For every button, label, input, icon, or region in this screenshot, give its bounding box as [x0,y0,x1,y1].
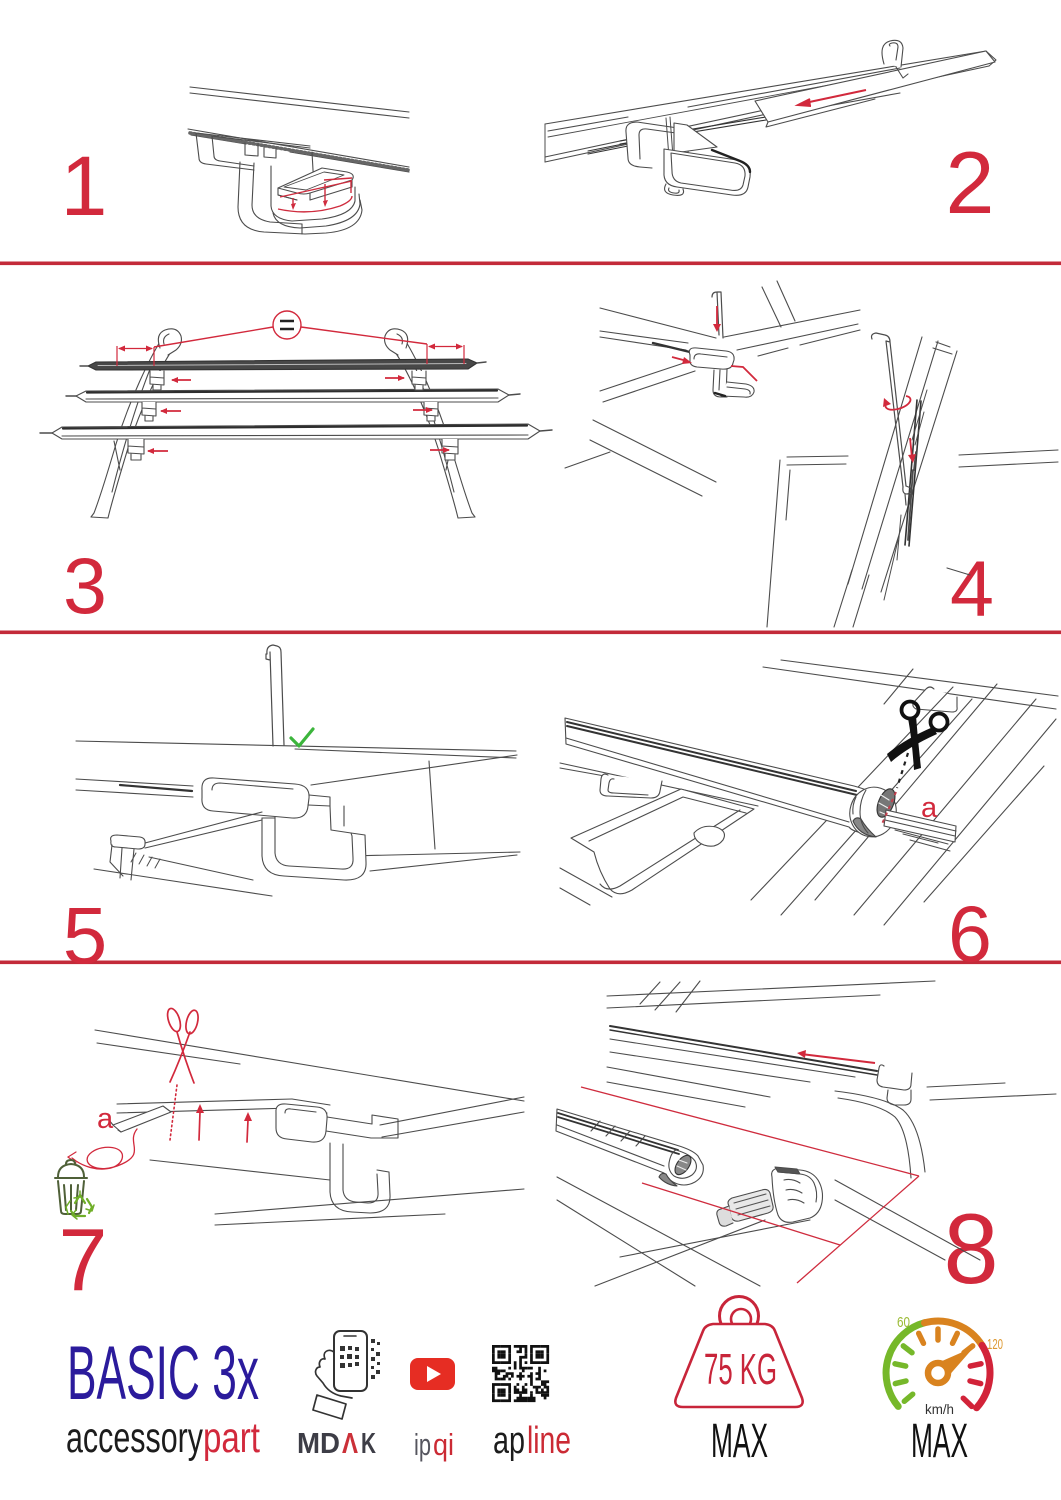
svg-text:Λ: Λ [342,1428,359,1460]
svg-text:BASIC 3x: BASIC 3x [67,1331,259,1416]
svg-text:accessory: accessory [66,1414,203,1462]
svg-text:a: a [921,792,938,824]
svg-text:120: 120 [987,1336,1003,1353]
svg-text:ap: ap [493,1420,525,1462]
svg-text:2: 2 [946,133,995,232]
svg-text:7: 7 [59,1210,108,1309]
svg-text:MAX: MAX [711,1415,768,1468]
svg-text:MD: MD [297,1428,340,1460]
svg-text:part: part [203,1414,260,1462]
svg-text:MAX: MAX [911,1415,968,1468]
svg-text:1: 1 [61,139,108,233]
svg-text:4: 4 [950,544,994,633]
svg-text:3: 3 [63,541,107,630]
svg-text:K: K [361,1428,376,1460]
svg-text:qi: qi [433,1427,454,1462]
svg-text:5: 5 [63,891,108,980]
svg-text:ip: ip [414,1427,431,1462]
svg-text:60: 60 [897,1314,910,1331]
svg-text:75 KG: 75 KG [704,1345,777,1394]
svg-text:8: 8 [943,1193,998,1304]
svg-text:km/h: km/h [925,1401,954,1417]
svg-text:line: line [527,1420,571,1462]
svg-text:a: a [97,1103,114,1135]
svg-text:6: 6 [948,889,992,978]
